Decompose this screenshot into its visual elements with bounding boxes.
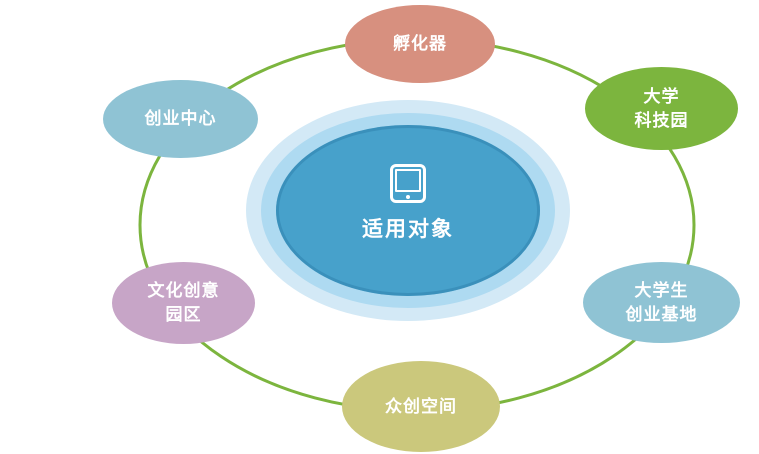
node-label-line: 孵化器	[393, 34, 447, 53]
center-core: 适用对象	[276, 125, 540, 296]
node-label-line: 科技园	[634, 110, 689, 130]
node-startup-center-label: 创业中心	[145, 107, 217, 131]
node-student-startup-base-label: 大学生 创业基地	[626, 279, 698, 327]
tablet-home-button	[406, 195, 410, 199]
center-label: 适用对象	[362, 218, 454, 241]
node-label-line: 文化创意	[147, 281, 220, 300]
node-label-line: 创业中心	[144, 109, 217, 128]
node-label-line: 众创空间	[385, 396, 457, 416]
tablet-icon	[390, 164, 426, 203]
node-label-line: 园区	[165, 305, 202, 324]
node-cultural-creative-park-label: 文化创意 园区	[148, 279, 220, 327]
tablet-screen	[395, 169, 421, 192]
node-label-line: 大学生	[634, 280, 689, 300]
node-incubator: 孵化器	[345, 5, 495, 83]
node-label-line: 大学	[643, 86, 680, 106]
node-label-line: 创业基地	[625, 304, 698, 324]
node-university-science-park: 大学 科技园	[585, 67, 738, 150]
node-startup-center: 创业中心	[103, 80, 258, 158]
node-cultural-creative-park: 文化创意 园区	[112, 262, 255, 344]
node-maker-space: 众创空间	[342, 361, 500, 452]
node-incubator-label: 孵化器	[393, 32, 447, 56]
node-student-startup-base: 大学生 创业基地	[583, 262, 740, 343]
node-university-science-park-label: 大学 科技园	[635, 85, 689, 133]
node-maker-space-label: 众创空间	[385, 395, 457, 419]
